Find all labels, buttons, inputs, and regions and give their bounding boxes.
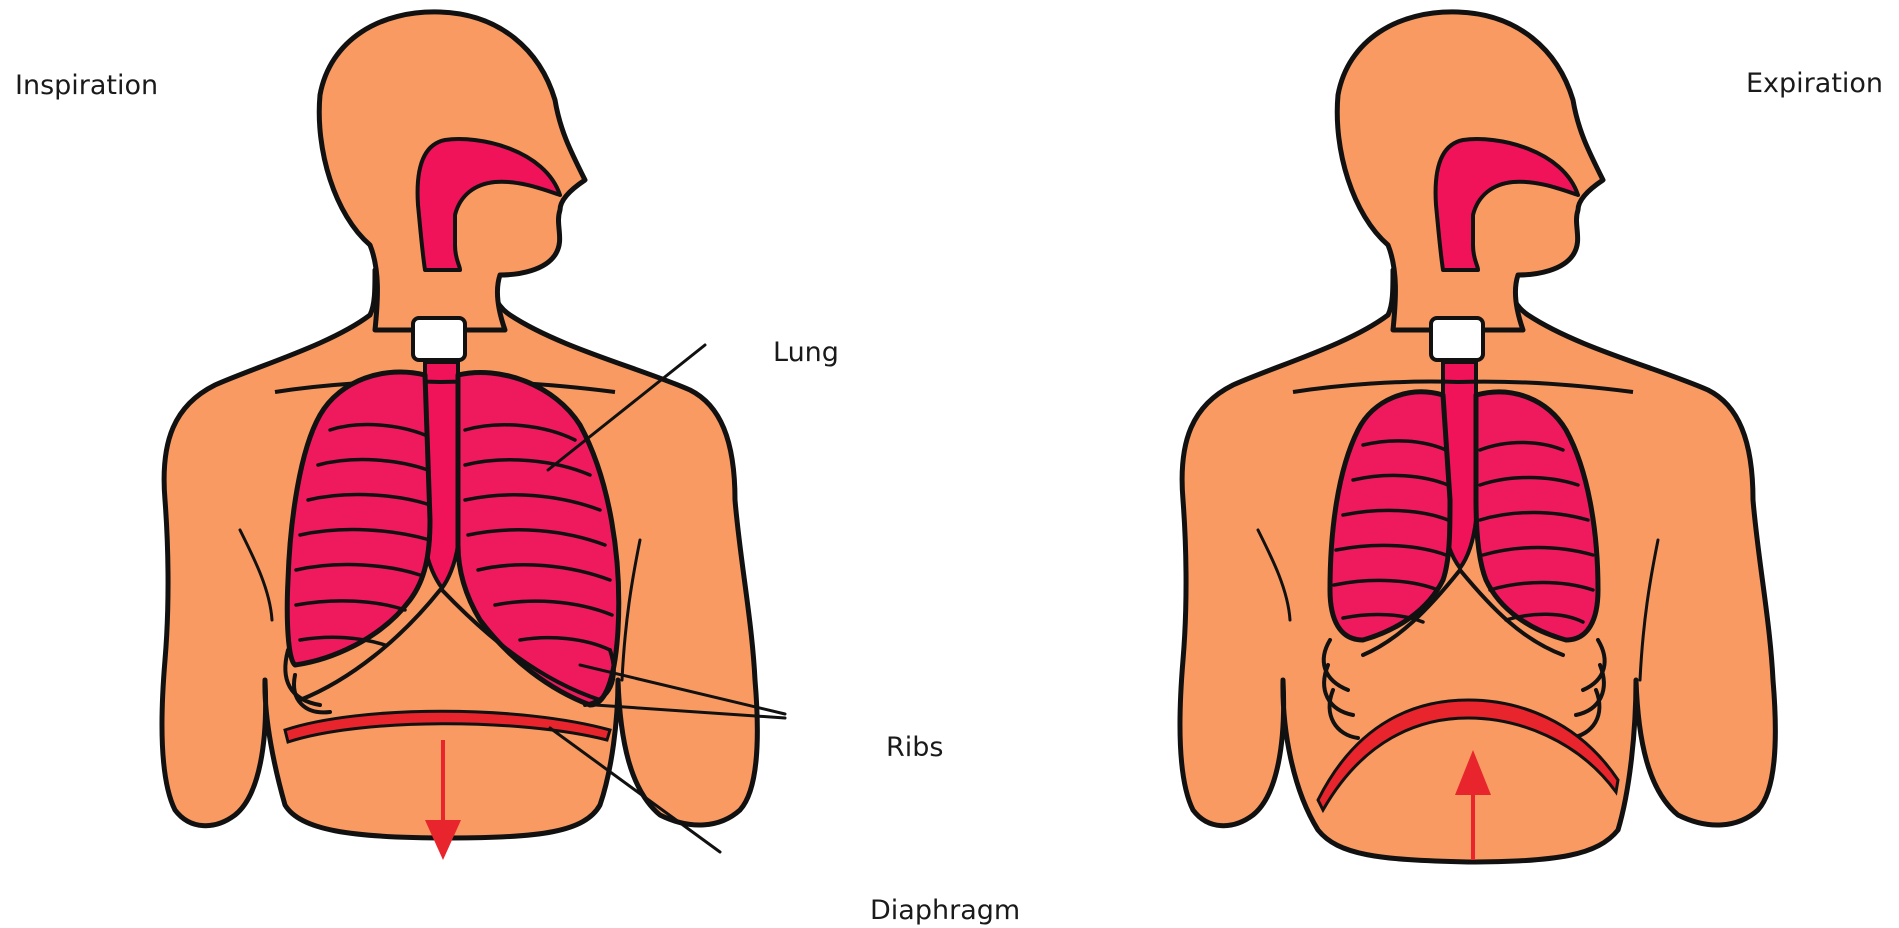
expiration-figure <box>1180 12 1775 862</box>
expiration-label: Expiration <box>1746 70 1883 97</box>
diaphragm-label: Diaphragm <box>870 897 1020 924</box>
lung-label: Lung <box>773 339 839 366</box>
inspiration-figure <box>162 12 757 860</box>
inspiration-label: Inspiration <box>15 72 158 99</box>
ribs-label: Ribs <box>886 734 943 761</box>
expiration-larynx <box>1431 318 1483 360</box>
inspiration-larynx <box>413 318 465 360</box>
